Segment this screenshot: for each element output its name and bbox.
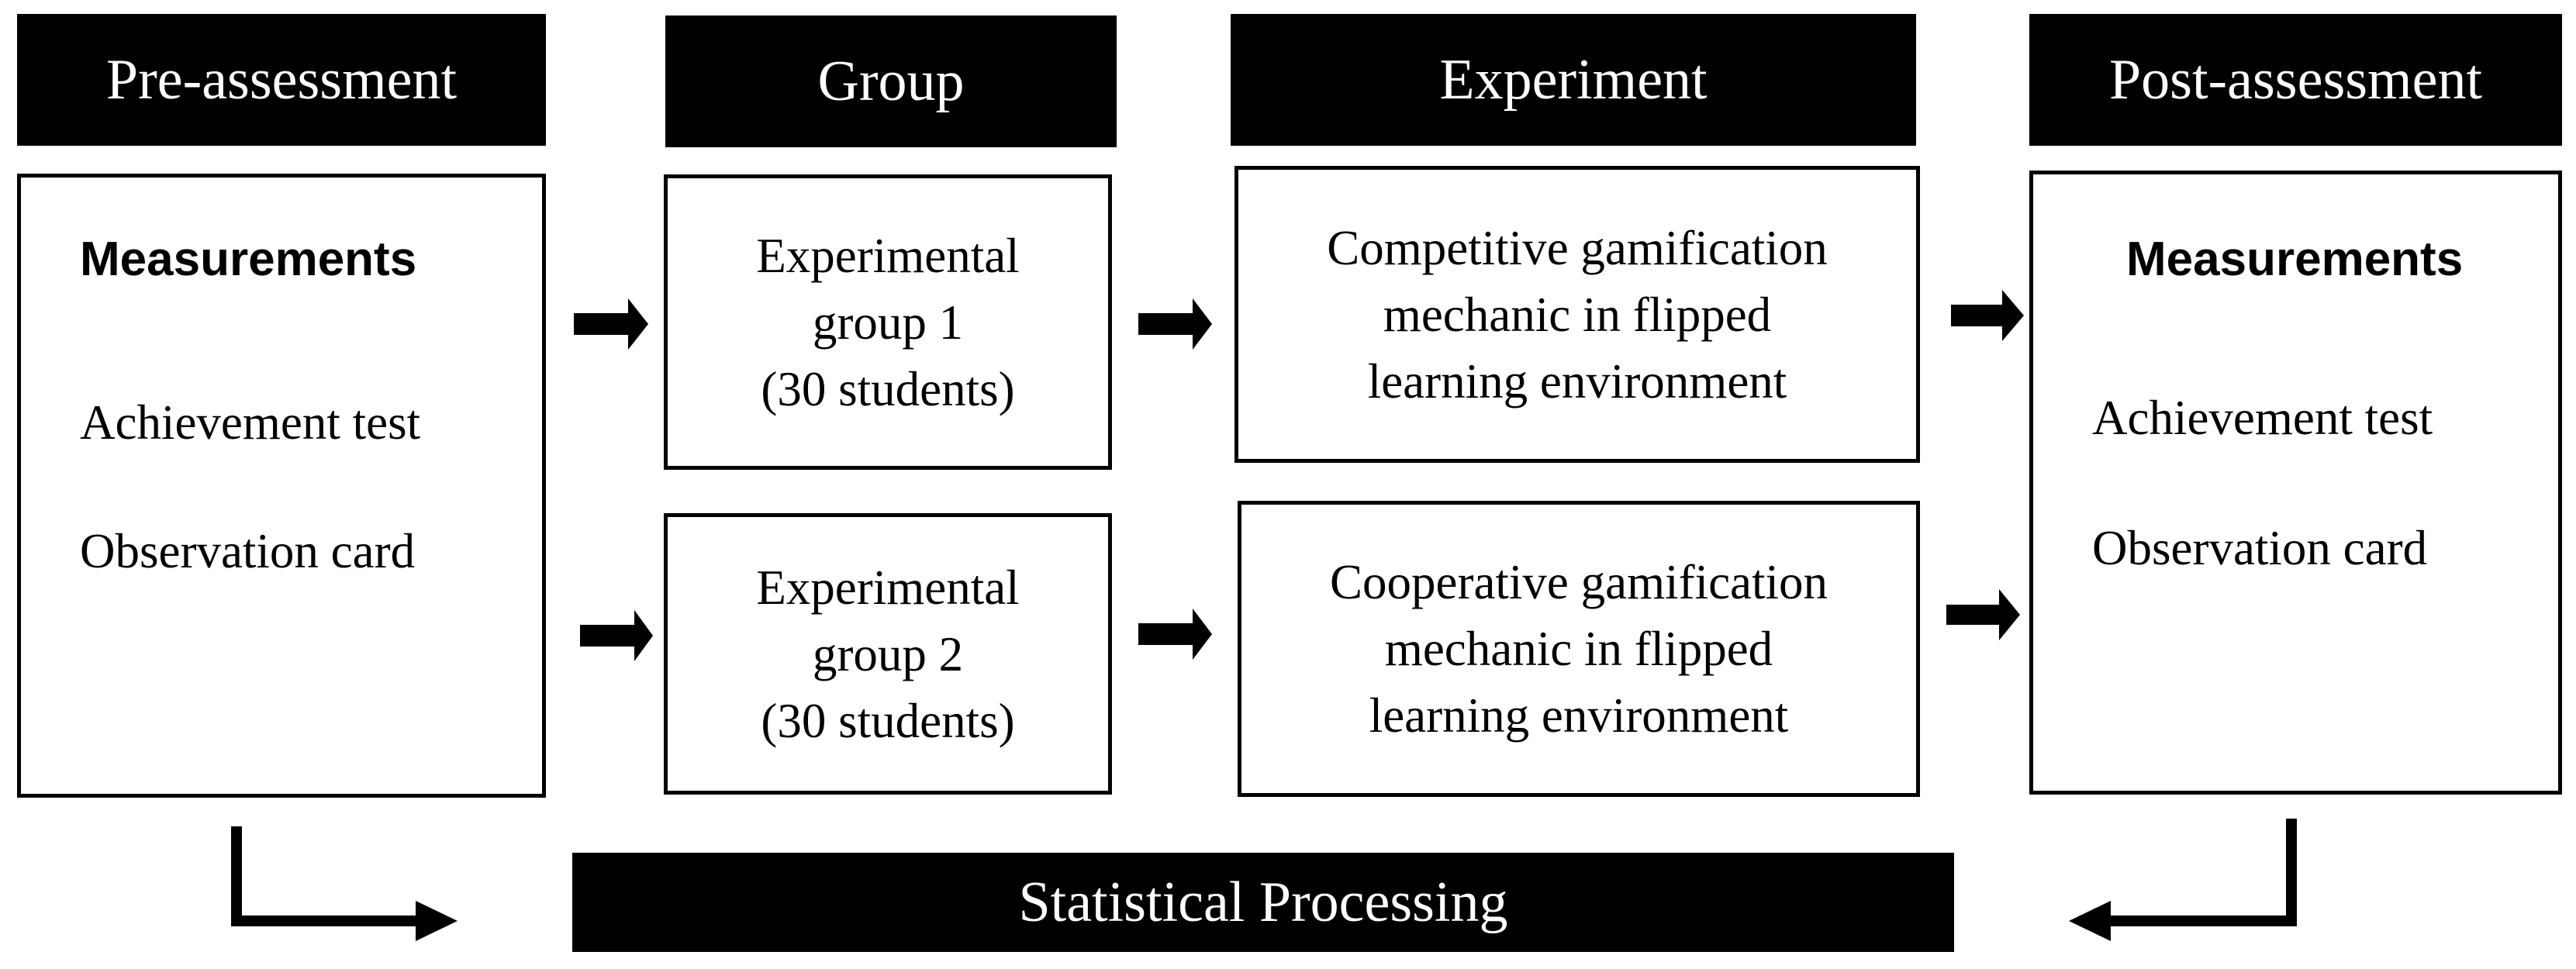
experiment1-line3: learning environment xyxy=(1367,353,1787,409)
arrow-experiment1-to-post-icon xyxy=(1951,290,2024,341)
elbow-arrow-post-to-stats-icon xyxy=(2069,819,2297,941)
group2-line2: group 2 xyxy=(812,626,964,681)
experiment2-line3: learning environment xyxy=(1369,688,1789,743)
arrow-pre-to-group1-icon xyxy=(574,298,648,350)
experiment2-line1: Cooperative gamification xyxy=(1329,555,1828,609)
pre-achievement-test: Achievement test xyxy=(80,395,421,450)
group2-line1: Experimental xyxy=(756,560,1020,615)
post-observation-card: Observation card xyxy=(2092,521,2428,575)
experiment1-line2: mechanic in flipped xyxy=(1383,287,1772,342)
post-measurements-title: Measurements xyxy=(2126,233,2464,286)
post-achievement-test: Achievement test xyxy=(2092,391,2433,445)
group1-line3: (30 students) xyxy=(761,361,1015,416)
arrow-pre-to-group2-icon xyxy=(580,610,653,661)
arrow-group2-to-experiment2-icon xyxy=(1138,609,1212,660)
pre-observation-card: Observation card xyxy=(80,524,416,578)
experiment1-line1: Competitive gamification xyxy=(1327,220,1828,275)
experimental-group-1-box: Experimental group 1 (30 students) xyxy=(664,174,1112,470)
elbow-arrow-pre-to-stats-icon xyxy=(231,826,458,941)
arrow-group1-to-experiment1-icon xyxy=(1138,298,1212,350)
header-experiment: Experiment xyxy=(1231,14,1916,146)
header-group: Group xyxy=(665,16,1117,147)
group2-line3: (30 students) xyxy=(761,693,1015,748)
header-pre-assessment: Pre-assessment xyxy=(17,14,546,146)
post-assessment-box: Measurements Achievement test Observatio… xyxy=(2029,171,2562,795)
pre-assessment-box: Measurements Achievement test Observatio… xyxy=(17,174,546,798)
experimental-group-2-box: Experimental group 2 (30 students) xyxy=(664,513,1112,795)
pre-measurements-title: Measurements xyxy=(80,233,417,286)
group1-line1: Experimental xyxy=(756,228,1020,283)
cooperative-experiment-box: Cooperative gamification mechanic in fli… xyxy=(1238,501,1920,797)
header-post-assessment: Post-assessment xyxy=(2029,14,2562,146)
arrow-experiment2-to-post-icon xyxy=(1946,589,2020,640)
statistical-processing-bar: Statistical Processing xyxy=(572,853,1954,952)
experiment2-line2: mechanic in flipped xyxy=(1384,622,1773,676)
competitive-experiment-box: Competitive gamification mechanic in fli… xyxy=(1234,166,1920,463)
group1-line2: group 1 xyxy=(812,295,964,350)
